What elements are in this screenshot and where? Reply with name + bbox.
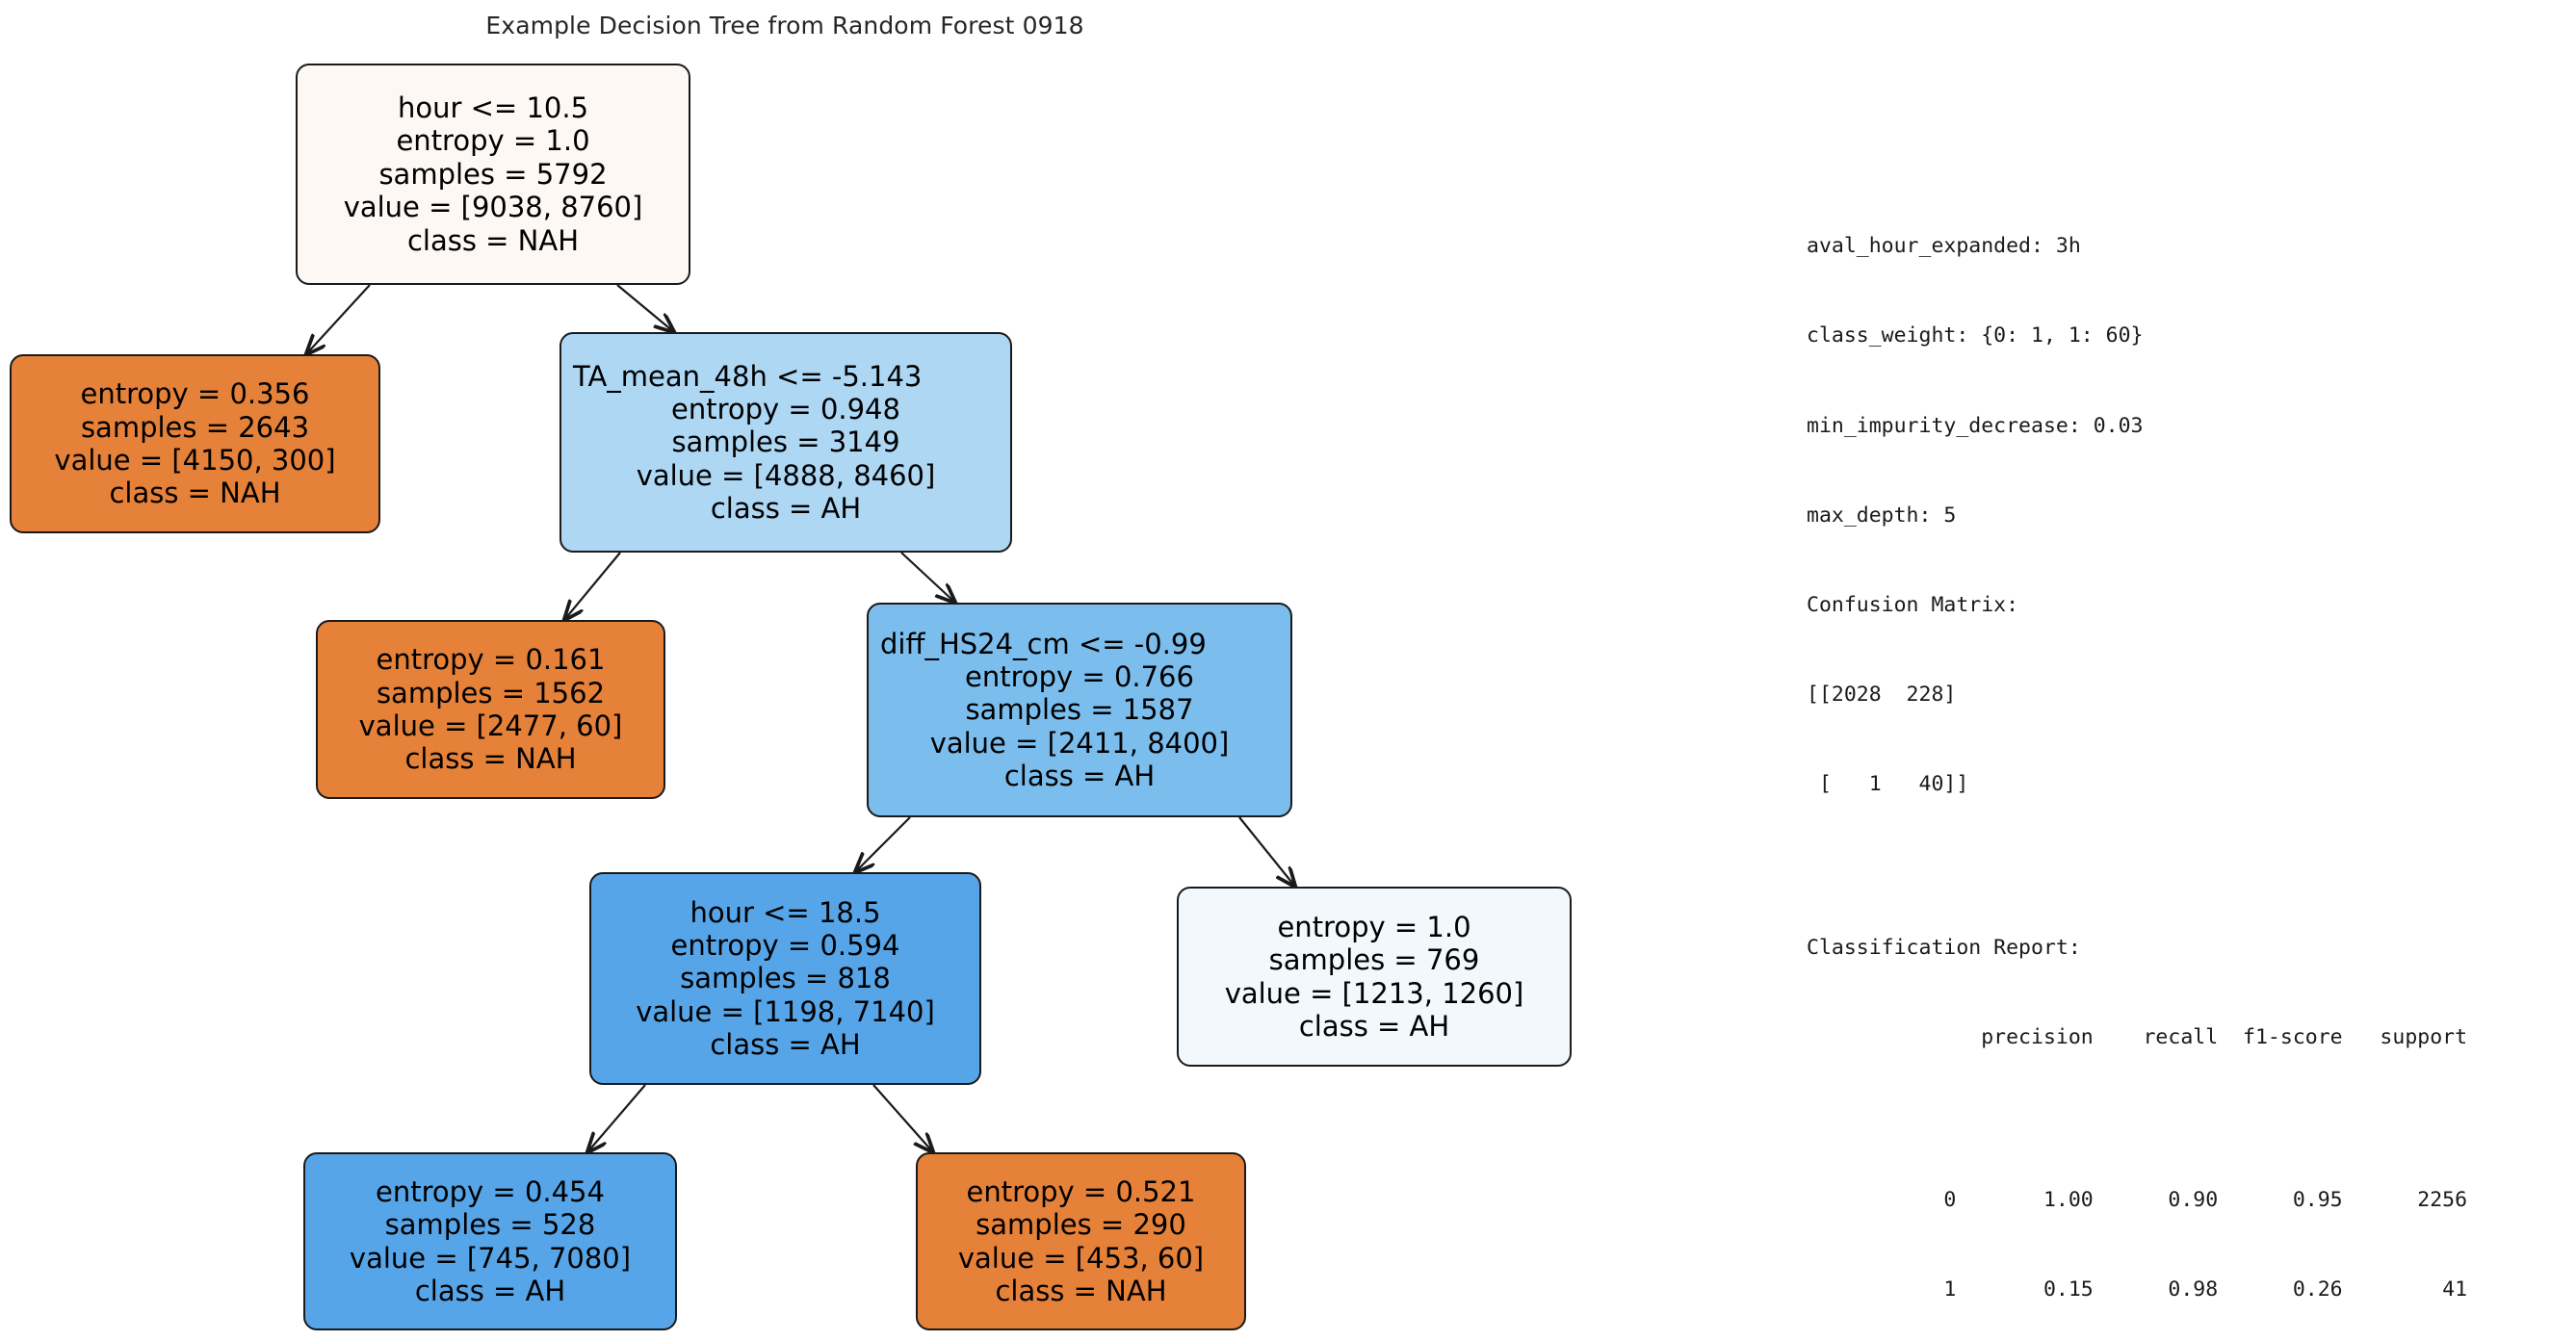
edge-root-right <box>616 284 674 332</box>
node-entropy: entropy = 0.521 <box>966 1174 1196 1208</box>
node-value: value = [4150, 300] <box>54 444 336 477</box>
tree-node-ta-mean-48h[interactable]: TA_mean_48h <= -5.143 entropy = 0.948 sa… <box>559 332 1012 553</box>
node-class: class = NAH <box>406 223 580 257</box>
node-value: value = [2411, 8400] <box>929 726 1230 760</box>
node-feature-test: TA_mean_48h <= -5.143 <box>573 359 923 393</box>
node-class: class = AH <box>710 492 862 526</box>
edge-n5-left <box>587 1084 646 1152</box>
node-entropy: entropy = 0.594 <box>670 928 900 962</box>
node-feature-test: hour <= 18.5 <box>690 895 881 929</box>
node-value: value = [745, 7080] <box>349 1241 632 1275</box>
node-class: class = NAH <box>404 742 577 776</box>
edge-root-left <box>306 284 371 354</box>
node-entropy: entropy = 0.454 <box>376 1174 605 1208</box>
node-class: class = AH <box>710 1028 861 1062</box>
tree-node-root[interactable]: hour <= 10.5 entropy = 1.0 samples = 579… <box>296 64 690 285</box>
model-info-panel: aval_hour_expanded: 3h class_weight: {0:… <box>1807 171 2467 1341</box>
node-class: class = NAH <box>995 1274 1167 1307</box>
edge-n4-right <box>1238 816 1295 887</box>
param-aval-hour-expanded: aval_hour_expanded: 3h <box>1807 234 2081 259</box>
node-value: value = [9038, 8760] <box>343 191 643 224</box>
tree-node-leaf-1[interactable]: entropy = 0.356 samples = 2643 value = [… <box>10 354 380 533</box>
edge-n5-right <box>872 1084 933 1152</box>
node-samples: samples = 3149 <box>671 426 900 459</box>
node-entropy: entropy = 0.161 <box>376 643 606 677</box>
param-class-weight: class_weight: {0: 1, 1: 60} <box>1807 323 2144 348</box>
node-value: value = [1213, 1260] <box>1224 976 1524 1010</box>
report-column-headers: precision recall f1-score support <box>1807 1024 2468 1049</box>
confusion-matrix-row-1: [ 1 40]] <box>1807 772 1969 797</box>
param-min-impurity-decrease: min_impurity_decrease: 0.03 <box>1807 413 2144 438</box>
node-class: class = AH <box>1003 760 1156 793</box>
tree-node-leaf-6[interactable]: entropy = 1.0 samples = 769 value = [121… <box>1177 887 1572 1067</box>
node-entropy: entropy = 0.948 <box>671 392 900 426</box>
node-feature-test: diff_HS24_cm <= -0.99 <box>880 627 1207 660</box>
edge-n4-left <box>855 816 911 872</box>
report-row-class-0: 0 1.00 0.90 0.95 2256 <box>1807 1188 2468 1213</box>
node-samples: samples = 528 <box>384 1208 596 1242</box>
tree-node-leaf-3[interactable]: entropy = 0.161 samples = 1562 value = [… <box>316 620 665 799</box>
tree-node-leaf-7[interactable]: entropy = 0.454 samples = 528 value = [7… <box>303 1152 677 1330</box>
param-max-depth: max_depth: 5 <box>1807 503 1957 528</box>
spacer <box>1807 859 2467 872</box>
node-value: value = [4888, 8460] <box>636 458 936 492</box>
node-class: class = AH <box>1298 1009 1450 1043</box>
node-class: class = AH <box>414 1274 566 1307</box>
node-value: value = [453, 60] <box>957 1241 1205 1275</box>
edge-n2-right <box>900 552 955 603</box>
node-samples: samples = 2643 <box>80 410 310 444</box>
page-title: Example Decision Tree from Random Forest… <box>485 12 1084 39</box>
node-class: class = NAH <box>109 477 281 510</box>
node-entropy: entropy = 1.0 <box>1277 910 1471 943</box>
confusion-matrix-label: Confusion Matrix: <box>1807 592 2019 617</box>
node-samples: samples = 290 <box>976 1208 1186 1242</box>
spacer <box>1807 1112 2467 1125</box>
confusion-matrix-row-0: [[2028 228] <box>1807 683 1957 708</box>
node-samples: samples = 1587 <box>965 693 1194 727</box>
tree-node-hour-18-5[interactable]: hour <= 18.5 entropy = 0.594 samples = 8… <box>589 872 981 1085</box>
node-value: value = [1198, 7140] <box>636 994 935 1028</box>
node-feature-test: hour <= 10.5 <box>397 91 589 125</box>
node-samples: samples = 5792 <box>378 157 608 191</box>
report-row-class-1: 1 0.15 0.98 0.26 41 <box>1807 1277 2468 1302</box>
node-samples: samples = 818 <box>680 962 891 995</box>
node-samples: samples = 769 <box>1268 943 1480 977</box>
edge-n2-left <box>564 552 621 620</box>
tree-node-leaf-8[interactable]: entropy = 0.521 samples = 290 value = [4… <box>916 1152 1246 1330</box>
node-samples: samples = 1562 <box>376 676 606 709</box>
node-value: value = [2477, 60] <box>358 709 623 742</box>
node-entropy: entropy = 0.356 <box>80 377 310 411</box>
tree-node-diff-hs24-cm[interactable]: diff_HS24_cm <= -0.99 entropy = 0.766 sa… <box>867 603 1292 817</box>
classification-report-label: Classification Report: <box>1807 935 2081 960</box>
node-entropy: entropy = 0.766 <box>965 659 1194 693</box>
node-entropy: entropy = 1.0 <box>396 124 590 158</box>
